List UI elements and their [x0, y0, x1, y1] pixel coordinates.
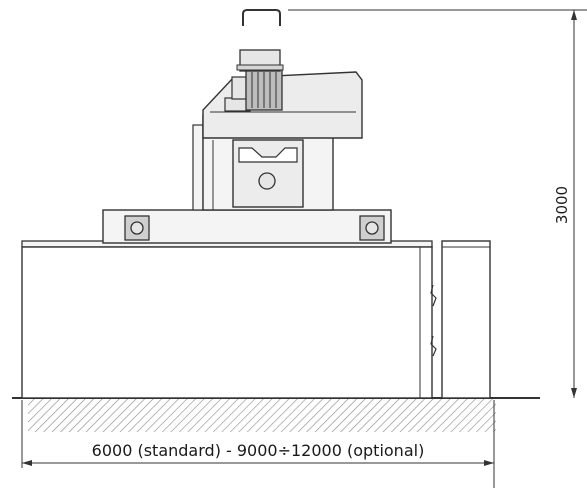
spindle-housing — [232, 139, 304, 208]
break-mark-upper — [430, 284, 437, 307]
height-dimension: 3000 — [288, 9, 587, 398]
length-label: 6000 (standard) - 9000÷12000 (optional) — [92, 441, 425, 460]
wheel-left-icon — [124, 215, 150, 241]
motor-icon — [236, 49, 284, 111]
break-mark-lower — [430, 335, 437, 357]
carriage-plate — [102, 209, 392, 244]
length-arrow-right — [484, 460, 494, 466]
spindle-icon — [258, 172, 276, 190]
length-dimension: 6000 (standard) - 9000÷12000 (optional) — [21, 400, 495, 488]
lifting-hook-icon — [242, 9, 281, 26]
height-label: 3000 — [553, 186, 571, 224]
height-arrow-bottom — [571, 388, 577, 398]
machine-head — [192, 9, 363, 211]
column-back-plate — [192, 124, 204, 211]
carriage — [102, 209, 392, 244]
ground — [12, 397, 540, 432]
motor-side-box — [231, 76, 247, 100]
machine-bed — [21, 240, 491, 399]
height-arrow-top — [571, 10, 577, 20]
length-arrow-left — [22, 460, 32, 466]
bed-body — [21, 246, 433, 399]
ground-hatching — [28, 398, 496, 432]
wheel-right-icon — [359, 215, 385, 241]
bed-extension — [441, 240, 491, 399]
